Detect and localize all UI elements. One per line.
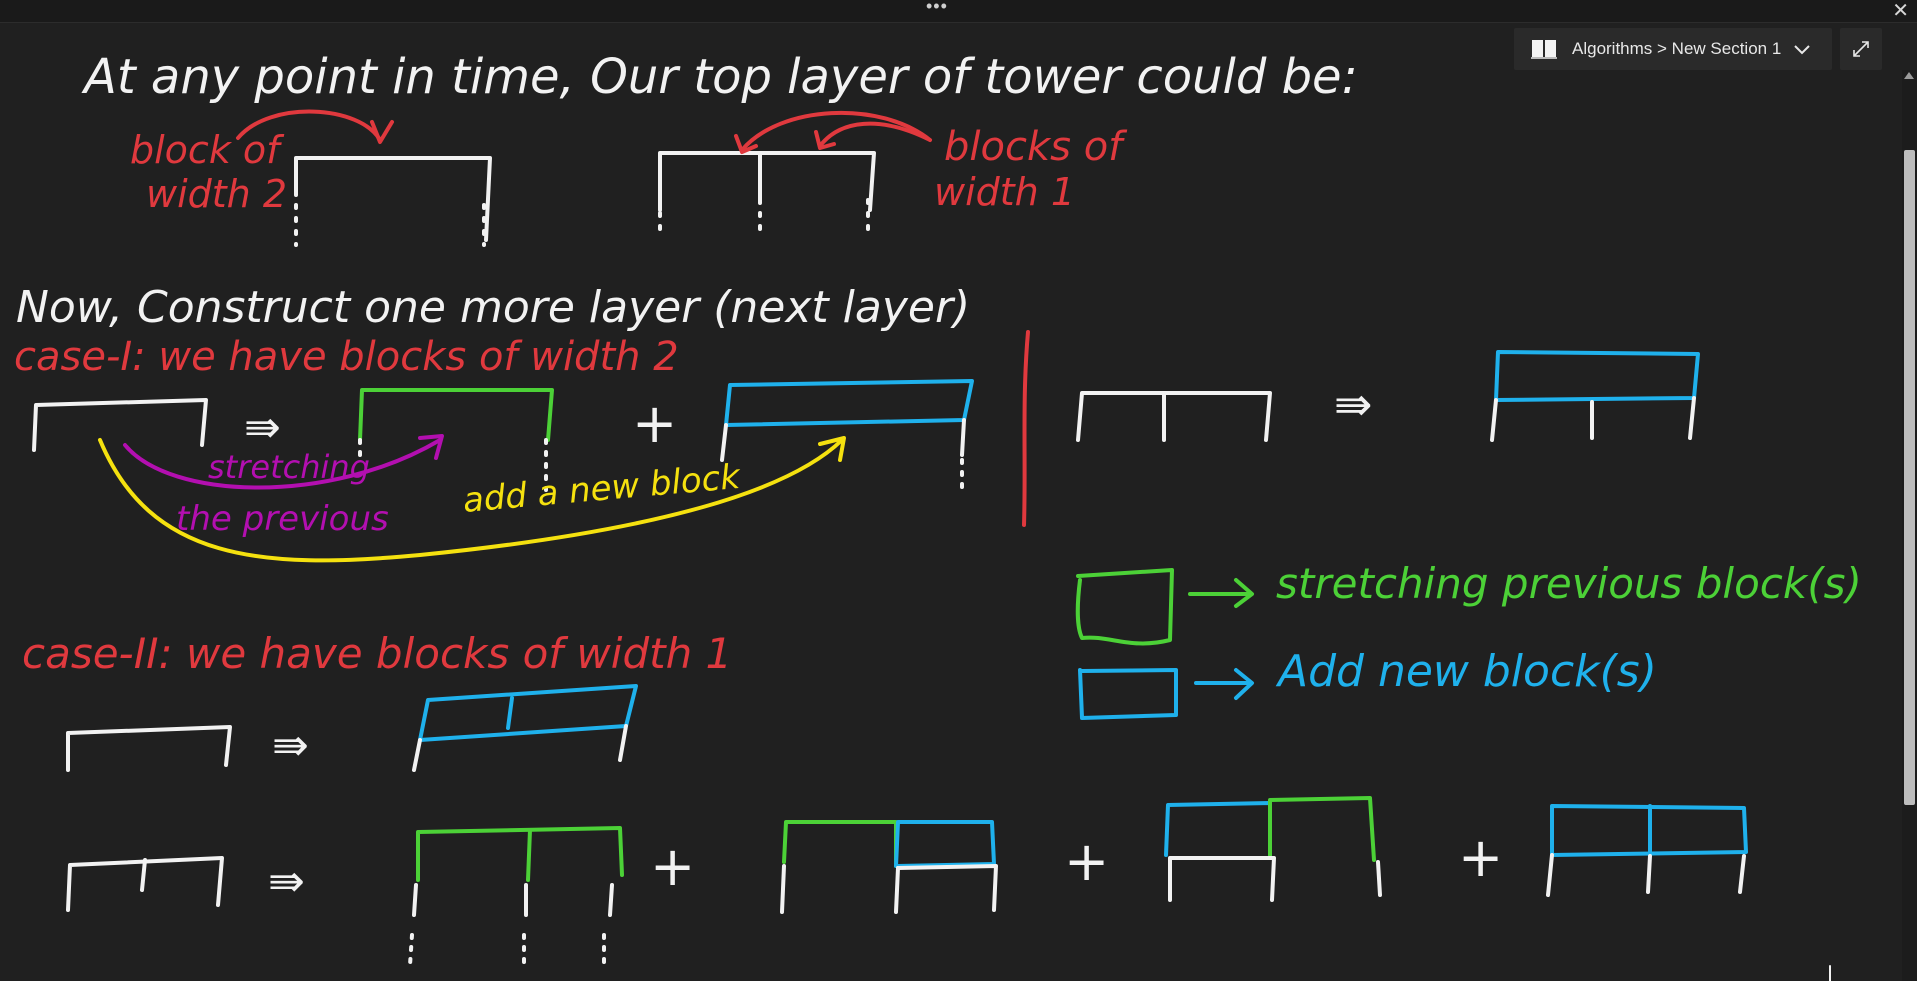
- label-width1-line1: blocks of: [944, 124, 1128, 170]
- implies-case1-right: ⇛: [1334, 377, 1373, 431]
- case1-right-result: [1494, 350, 1700, 402]
- construct-line: Now, Construct one more layer (next laye…: [16, 282, 970, 333]
- width1-arrow-b: [818, 121, 932, 148]
- case1-source-block: [32, 398, 208, 452]
- case2-option-b: [782, 820, 898, 868]
- breadcrumb-text: Algorithms > New Section 1: [1572, 39, 1782, 58]
- breadcrumb[interactable]: Algorithms > New Section 1: [1514, 28, 1832, 70]
- expand-button[interactable]: [1840, 28, 1882, 70]
- add-block-arrow: [98, 438, 844, 563]
- stretch-arrow: [123, 438, 442, 490]
- add-block-label: add a new block: [461, 457, 742, 521]
- label-width1-line2: width 1: [934, 170, 1075, 214]
- close-icon[interactable]: ✕: [1892, 0, 1909, 22]
- window-titlebar: ••• ✕: [0, 0, 1917, 23]
- implies-case2-row2: ⇛: [268, 856, 305, 907]
- expand-icon: [1853, 41, 1869, 57]
- legend-add-text: Add new block(s): [1275, 646, 1657, 697]
- implies-case2-row1: ⇛: [272, 720, 309, 771]
- label-width2-line2: width 2: [146, 172, 287, 216]
- case1-title: case-I: we have blocks of width 2: [14, 334, 679, 380]
- case2-option-d: [1550, 804, 1748, 857]
- more-options-icon[interactable]: •••: [926, 0, 948, 16]
- width2-arrow: [236, 109, 382, 142]
- notebook-icon: [1531, 40, 1557, 59]
- case2-source-block-1: [66, 725, 232, 772]
- case2-option-a: [416, 826, 624, 882]
- chevron-down-icon[interactable]: [1793, 43, 1811, 55]
- plus-case1: +: [632, 392, 677, 455]
- plus-case2-a: +: [650, 835, 695, 898]
- case2-result-1: [418, 684, 638, 742]
- width1-arrow-a: [740, 110, 932, 152]
- legend-blue-box: [1078, 668, 1178, 720]
- width1-blocks-drawing: [658, 151, 876, 232]
- plus-case2-c: +: [1458, 826, 1503, 889]
- case-divider: [1022, 330, 1030, 527]
- case2-title: case-II: we have blocks of width 1: [22, 629, 732, 678]
- scroll-up-arrow-icon[interactable]: [1904, 72, 1914, 79]
- label-width2-line1: block of: [130, 128, 285, 172]
- stretching-label-2: the previous: [176, 499, 389, 539]
- width2-block-drawing: [294, 156, 492, 247]
- case1-new-block: [724, 379, 974, 427]
- plus-case2-b: +: [1064, 830, 1109, 893]
- implies-case1-left: ⇛: [244, 402, 281, 453]
- stretching-label-1: stretching: [208, 448, 370, 486]
- case1-stretched-block: [358, 388, 554, 442]
- scrollbar-thumb[interactable]: [1904, 150, 1915, 805]
- legend-stretch-text: stretching previous block(s): [1276, 559, 1862, 608]
- legend-green-box: [1075, 568, 1174, 646]
- heading-text: At any point in time, Our top layer of t…: [81, 49, 1358, 105]
- case2-option-c: [1164, 801, 1272, 857]
- case1-right-source: [1076, 391, 1272, 442]
